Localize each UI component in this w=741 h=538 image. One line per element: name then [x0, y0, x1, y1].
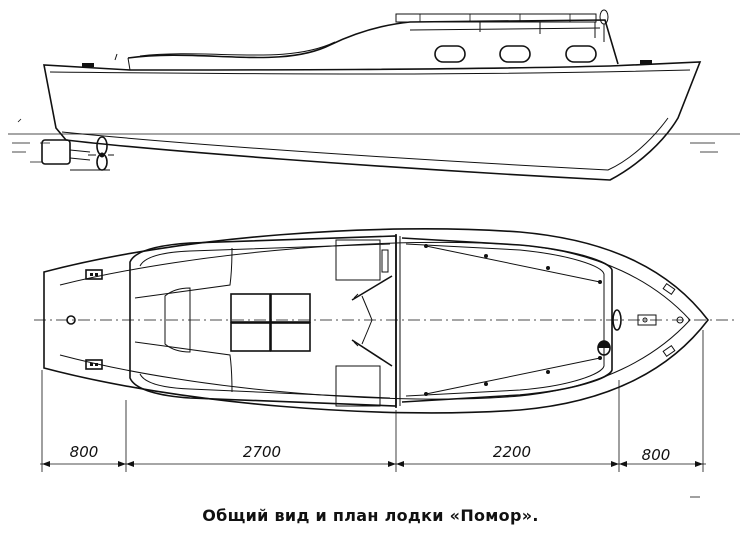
deck-hatch	[270, 293, 311, 323]
stern-eye	[66, 315, 76, 325]
dimension-label-cockpit: 2700	[243, 443, 281, 461]
deck-cleat	[82, 63, 94, 67]
outboard-motor	[41, 139, 91, 165]
dimension-label-bow: 800	[642, 446, 671, 464]
deck-cleat	[640, 60, 652, 64]
porthole	[434, 45, 466, 63]
stern-cleat	[85, 359, 103, 370]
windshield	[351, 275, 393, 367]
mast-light	[612, 309, 622, 331]
porthole	[499, 45, 531, 63]
dimension-label-cabin: 2200	[493, 443, 531, 461]
waterline	[8, 118, 740, 163]
deck-hatch	[230, 322, 271, 352]
mast-light	[599, 9, 609, 25]
bow-cleat	[637, 314, 657, 326]
propeller-icon	[70, 136, 114, 171]
stern-cleat	[85, 269, 103, 280]
dimension-lines: 800 2700 2200 800	[40, 330, 706, 498]
deck-hatch	[230, 293, 271, 323]
figure-caption: Общий вид и план лодки «Помор».	[202, 506, 539, 525]
cabin-roof	[401, 237, 613, 403]
bow-eye	[676, 316, 684, 324]
hull-plan	[43, 228, 710, 414]
top-plan	[34, 228, 735, 414]
cabin-top	[127, 19, 619, 65]
cockpit	[129, 235, 397, 407]
side-elevation	[8, 9, 740, 181]
roof-hatch	[395, 13, 597, 23]
hull-side	[43, 61, 702, 181]
dimension-label-stern: 800	[70, 443, 99, 461]
handrail	[425, 357, 601, 395]
porthole	[565, 45, 597, 63]
handrail	[425, 245, 601, 283]
deck-hatch	[270, 322, 311, 352]
